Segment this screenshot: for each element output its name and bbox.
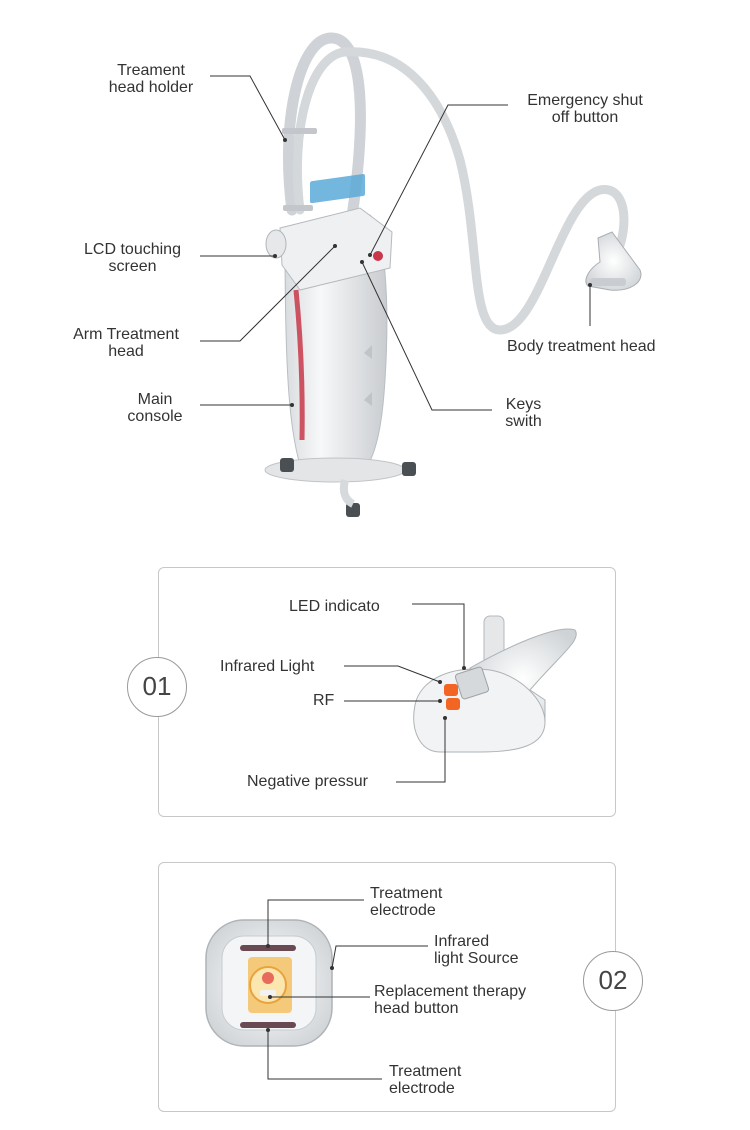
panel-01 bbox=[158, 567, 616, 817]
label-body-treatment-head: Body treatment head bbox=[507, 338, 656, 355]
label-infrared-light: Infrared Light bbox=[220, 658, 315, 675]
machine-leader-lines bbox=[200, 75, 591, 411]
label-led-indicator: LED indicato bbox=[289, 598, 380, 615]
panel-01-number: 01 bbox=[127, 657, 187, 717]
label-rf: RF bbox=[313, 692, 335, 709]
label-negative-pressure: Negative pressur bbox=[247, 773, 368, 790]
panel-02-number: 02 bbox=[583, 951, 643, 1011]
